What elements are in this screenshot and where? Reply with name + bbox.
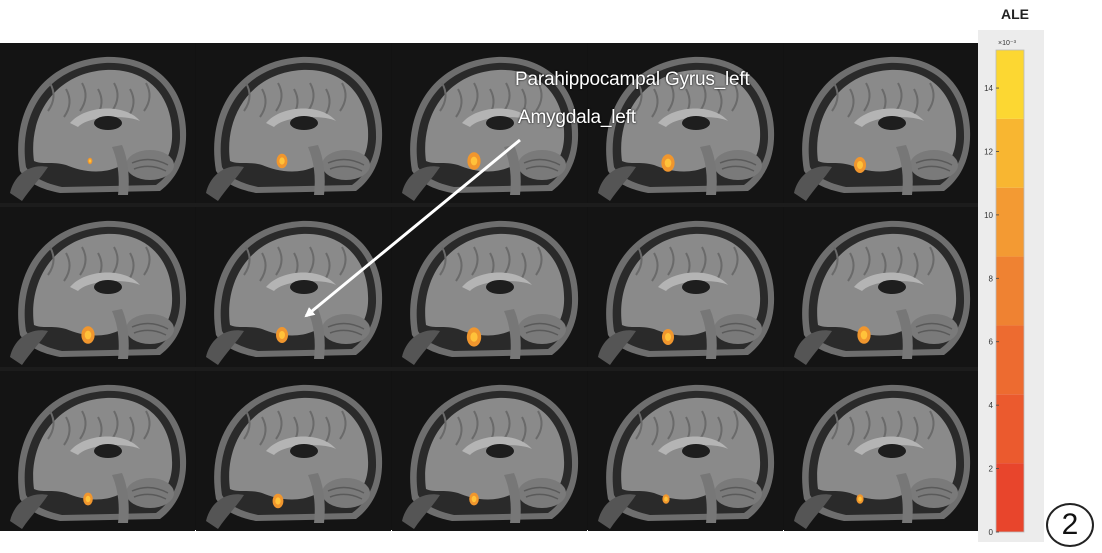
colorbar-tick-label: 12	[984, 147, 993, 156]
brain-slice	[0, 43, 195, 203]
colorbar-tick-label: 2	[989, 465, 994, 474]
brain-slice	[784, 371, 979, 531]
label-amygdala: Amygdala_left	[518, 107, 636, 128]
brain-slice	[784, 207, 979, 367]
colorbar-band	[996, 325, 1024, 395]
slice-row-top	[0, 43, 979, 203]
colorbar-tick-label: 8	[989, 274, 994, 283]
colorbar-band	[996, 187, 1024, 257]
brain-slice	[0, 371, 195, 531]
brain-slice-image	[0, 43, 195, 203]
brain-slice	[588, 371, 783, 531]
brain-slice-image	[0, 371, 195, 531]
brain-slice-image	[784, 207, 979, 367]
colorbar-band	[996, 256, 1024, 326]
brain-slice-image	[392, 207, 587, 367]
colorbar-tick-label: 0	[989, 528, 994, 537]
brain-slice	[588, 207, 783, 367]
brain-slice	[588, 43, 783, 203]
brain-slice	[196, 207, 391, 367]
row-divider	[0, 367, 978, 371]
brain-slice	[0, 207, 195, 367]
colorbar-band	[996, 50, 1024, 119]
brain-slice-image	[588, 43, 783, 203]
brain-slice-image	[784, 371, 979, 531]
colorbar-tick-label: 6	[989, 338, 994, 347]
colorbar-multiplier: ×10⁻³	[998, 40, 1017, 47]
figure-number-badge: 2	[1046, 503, 1094, 547]
colorbar: ×10⁻³ 0 2 4 6 8 10 12 14	[984, 40, 1025, 537]
label-parahippocampal-gyrus: Parahippocampal Gyrus_left	[515, 69, 750, 90]
brain-slice-image	[588, 371, 783, 531]
brain-slice	[784, 43, 979, 203]
brain-slice-image	[196, 371, 391, 531]
colorbar-tick-label: 10	[984, 211, 993, 220]
brain-slice-image	[784, 43, 979, 203]
slice-row-bottom	[0, 371, 979, 531]
slice-row-middle	[0, 207, 979, 367]
brain-slice-image	[588, 207, 783, 367]
brain-slice-image	[196, 43, 391, 203]
brain-slice-image	[0, 207, 195, 367]
brain-slices-panel	[0, 43, 979, 531]
colorbar-title: ALE	[1001, 6, 1029, 22]
brain-slice	[392, 371, 587, 531]
colorbar-band	[996, 394, 1024, 464]
brain-slice	[196, 371, 391, 531]
colorbar-band	[996, 463, 1024, 532]
colorbar-tick-label: 14	[984, 84, 993, 93]
brain-slice-image	[196, 207, 391, 367]
brain-slice	[196, 43, 391, 203]
colorbar-tick-label: 4	[989, 401, 994, 410]
brain-slice	[392, 207, 587, 367]
brain-slice-image	[392, 371, 587, 531]
colorbar-band	[996, 118, 1024, 188]
